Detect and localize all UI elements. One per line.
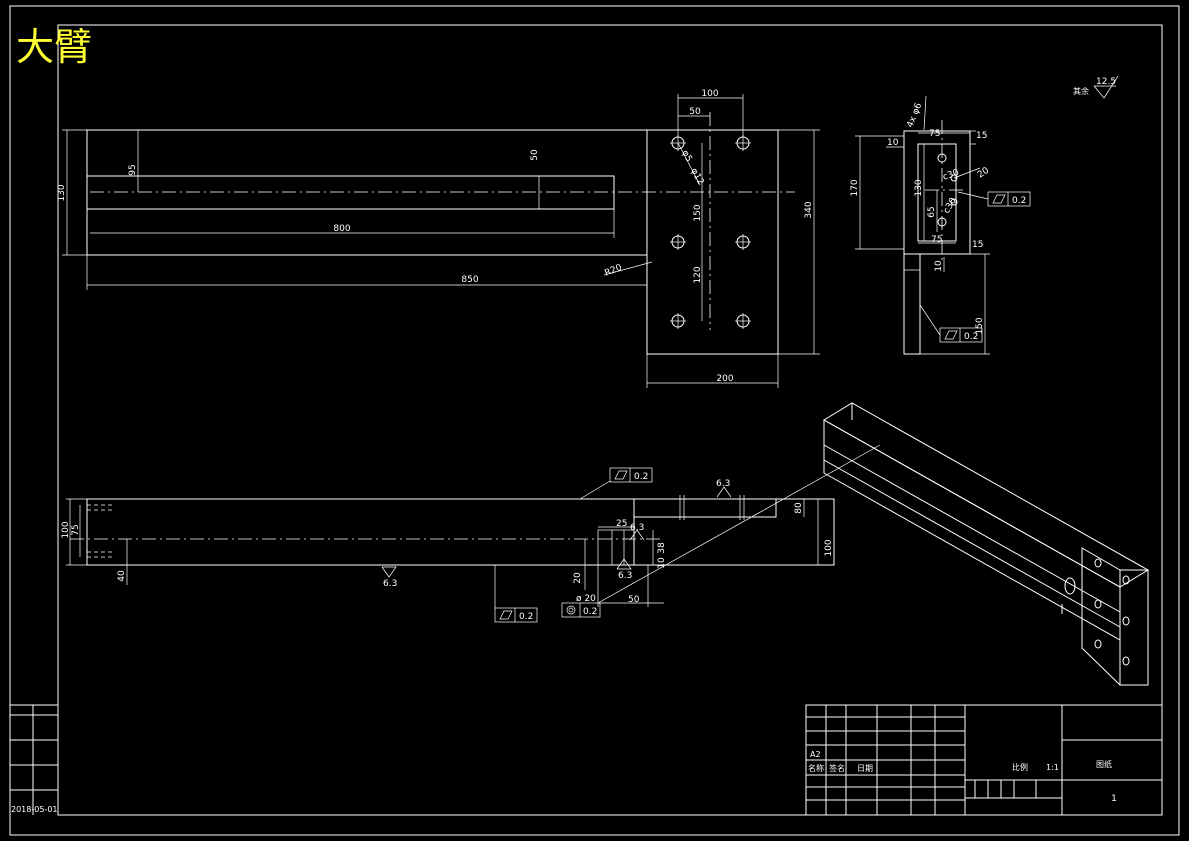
- roughness-symbol: 6.3: [716, 479, 732, 498]
- roughness-symbol: 6.3: [381, 566, 397, 589]
- dim-plate-height: 340: [804, 201, 814, 218]
- svg-text:其余: 其余: [1073, 86, 1089, 96]
- drawing-title: 大臂: [16, 25, 92, 69]
- flatness-frame-side-2: 0.2: [919, 304, 983, 343]
- dim-front-80: 80: [794, 502, 804, 514]
- dim-hole-spacing-top: 100: [701, 89, 718, 99]
- concentricity-frame: 0.2: [561, 602, 601, 618]
- flatness-frame-top: 0.2: [579, 467, 653, 500]
- dim-front-25: 25: [616, 519, 627, 529]
- plate-hole: [735, 234, 751, 250]
- svg-text:0.2: 0.2: [519, 612, 533, 622]
- dim-overall-length: 850: [461, 275, 478, 285]
- dim-front-75-left: 75: [71, 524, 81, 535]
- dim-hole-pitch-2: 120: [693, 266, 703, 283]
- svg-text:6.3: 6.3: [630, 523, 644, 533]
- flatness-frame-bottom: 0.2: [494, 565, 538, 623]
- side-view: 170 130 65 10 75 15 75 15 10 150 4x φ6 2…: [850, 95, 1031, 355]
- dim-side-15-top: 15: [976, 131, 987, 141]
- svg-text:6.3: 6.3: [618, 571, 632, 581]
- sheet-no: 1: [1111, 794, 1117, 804]
- svg-text:0.2: 0.2: [1012, 196, 1026, 206]
- dim-front-20: 20: [573, 572, 583, 584]
- flatness-frame-side-1: 0.2: [957, 191, 1031, 207]
- dim-hole-dia-1: φ5: [679, 149, 693, 164]
- svg-text:6.3: 6.3: [716, 479, 730, 489]
- dim-slot-offset: 95: [128, 164, 138, 175]
- roughness-symbol: 6.3: [629, 523, 644, 541]
- dim-side-75-bot: 75: [931, 235, 942, 245]
- dim-side-angle: 4x φ6: [906, 101, 925, 129]
- isometric-view: [823, 402, 1149, 686]
- roughness-note: 其余 12.5: [1073, 75, 1119, 99]
- dim-front-100-right: 100: [824, 539, 834, 556]
- svg-text:0.2: 0.2: [634, 472, 648, 482]
- dim-front-10: 10: [657, 557, 667, 569]
- dim-width: 130: [57, 184, 67, 201]
- side-strip: 2018-05-01: [10, 704, 58, 815]
- roughness-symbol: 6.3: [616, 558, 632, 581]
- dim-fillet: R20: [603, 263, 623, 279]
- dim-side-65: 65: [927, 206, 937, 217]
- col-sign: 签名: [829, 763, 845, 773]
- side-code: 2018-05-01: [11, 805, 58, 814]
- plate-hole: [735, 135, 751, 151]
- title-block: A2 名称 签名 日期 比例 1:1 图纸 1: [805, 704, 1163, 816]
- dim-side-c1: c30: [942, 168, 961, 183]
- dim-hole-spacing-half: 50: [689, 107, 701, 117]
- front-view: 100 75 40 25 20 38 10 50 80 100 ø 20 6.3…: [61, 444, 881, 623]
- dim-side-10-bot: 10: [934, 260, 944, 272]
- dim-front-dia: ø 20: [576, 594, 596, 604]
- dim-side-150: 150: [975, 317, 985, 334]
- plate-hole: [670, 313, 686, 329]
- sheet-border-outer: [9, 5, 1180, 836]
- dim-plate-width: 200: [716, 374, 733, 384]
- dim-front-100-left: 100: [61, 521, 71, 538]
- plate-hole: [735, 313, 751, 329]
- dim-hole-pitch-1: 150: [693, 204, 703, 221]
- svg-text:0.2: 0.2: [583, 607, 597, 617]
- plate-hole: [670, 234, 686, 250]
- dim-slot-length: 800: [333, 224, 350, 234]
- dim-side-10-top: 10: [887, 138, 899, 148]
- dim-side-75-top: 75: [929, 129, 940, 139]
- dim-front-40: 40: [117, 570, 127, 582]
- dim-hole-dia-2: φ12: [688, 167, 705, 187]
- scale-value: 1:1: [1046, 763, 1059, 772]
- svg-text:6.3: 6.3: [383, 579, 397, 589]
- dim-side-130: 130: [914, 179, 924, 196]
- svg-text:0.2: 0.2: [964, 332, 978, 342]
- top-view: 850 800 130 95 50 R20 200 340 100 50 φ5 …: [57, 89, 820, 388]
- dim-side-20: 20: [976, 166, 991, 181]
- col-name: 名称: [808, 763, 824, 773]
- dim-side-170: 170: [850, 179, 860, 196]
- drawing-name: 图纸: [1096, 759, 1112, 769]
- svg-text:12.5: 12.5: [1096, 77, 1116, 87]
- scale-label: 比例: [1012, 762, 1028, 772]
- sheet-border-inner: [57, 24, 1163, 816]
- dim-side-15-bot: 15: [972, 240, 983, 250]
- sheet-size: A2: [810, 750, 821, 759]
- dim-front-50: 50: [628, 595, 640, 605]
- dim-slot-width: 50: [530, 149, 540, 161]
- dim-front-38: 38: [657, 542, 667, 554]
- col-date: 日期: [857, 764, 873, 773]
